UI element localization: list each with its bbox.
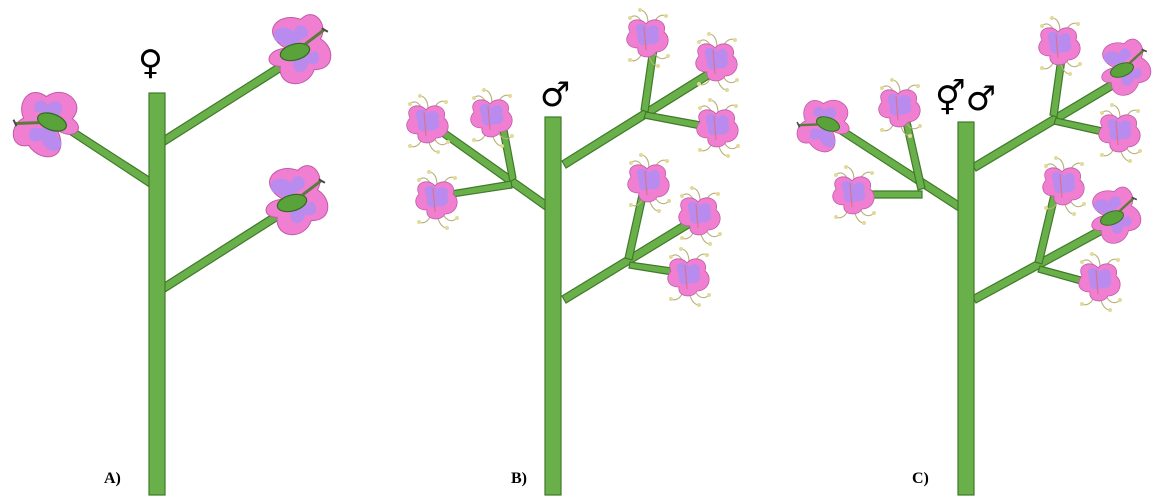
male-flower <box>407 94 450 154</box>
female-symbol: ♀ <box>138 43 163 83</box>
stem-a <box>60 55 296 495</box>
male-flower <box>1099 103 1142 163</box>
panel-c: ⚥♂ C) <box>791 16 1157 495</box>
male-flower <box>879 78 922 138</box>
male-flower <box>628 153 671 213</box>
panel-label-a: A) <box>104 470 121 487</box>
male-flower <box>833 165 876 225</box>
panel-b: ♂ B) <box>407 8 740 495</box>
male-flower <box>679 186 722 246</box>
male-flower <box>697 98 740 158</box>
female-flower <box>257 159 336 240</box>
male-flower <box>1079 252 1122 312</box>
male-symbol: ♂ <box>540 75 570 115</box>
panel-label-b: B) <box>511 470 527 487</box>
stem-c <box>834 58 1120 495</box>
female-flower <box>791 90 857 158</box>
female-flower <box>5 80 88 165</box>
panel-label-c: C) <box>912 470 929 487</box>
panel-a: ♀ A) <box>5 8 339 495</box>
male-flower <box>416 170 459 230</box>
male-flower <box>471 88 514 148</box>
mixed-symbol: ⚥♂ <box>935 78 996 119</box>
male-flower <box>668 247 711 307</box>
